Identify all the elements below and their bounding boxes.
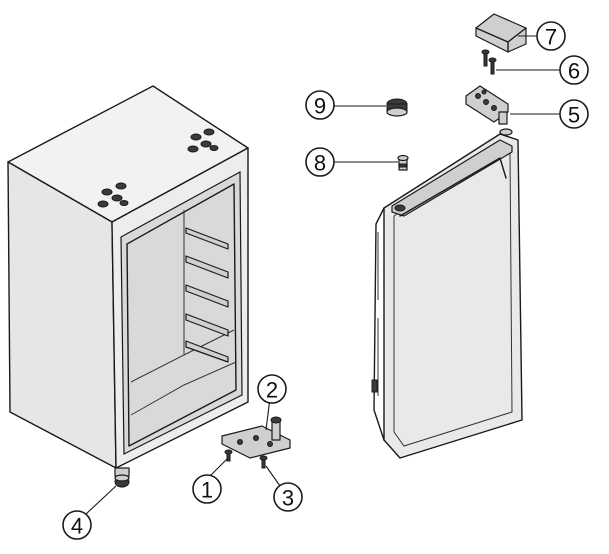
callout-4: 4 — [62, 510, 92, 540]
screw-part-3 — [259, 455, 268, 469]
leader-lines — [85, 35, 560, 515]
callout-9: 9 — [305, 90, 335, 120]
callout-5: 5 — [559, 99, 589, 129]
callout-7: 7 — [536, 21, 566, 51]
screws-part-6 — [481, 49, 497, 75]
callout-2: 2 — [257, 374, 287, 404]
door-handle-top — [391, 139, 513, 217]
lower-hinge-assembly — [221, 416, 291, 469]
screw-part-1 — [224, 449, 233, 462]
callout-1: 1 — [192, 474, 222, 504]
callout-8-label: 8 — [314, 151, 326, 176]
plug-part-9 — [386, 98, 408, 117]
hinge-cover-part-7 — [475, 13, 527, 53]
top-hinge-part-5 — [465, 85, 509, 125]
refrigerator-door — [371, 128, 523, 459]
callout-4-label: 4 — [71, 514, 83, 539]
callout-8: 8 — [305, 147, 335, 177]
callout-7-label: 7 — [545, 25, 557, 50]
callout-5-label: 5 — [568, 103, 580, 128]
callout-2-label: 2 — [266, 378, 278, 403]
refrigerator-cabinet — [7, 85, 249, 488]
adjustable-foot — [114, 467, 130, 488]
top-hinge-holes — [97, 128, 219, 208]
shelves — [185, 227, 229, 363]
bushing-part-8 — [397, 154, 409, 171]
callout-9-label: 9 — [314, 94, 326, 119]
callout-3-label: 3 — [282, 486, 294, 511]
callout-1-label: 1 — [201, 478, 213, 503]
callout-3: 3 — [273, 482, 303, 512]
callout-6-label: 6 — [568, 59, 580, 84]
callout-6: 6 — [559, 55, 589, 85]
